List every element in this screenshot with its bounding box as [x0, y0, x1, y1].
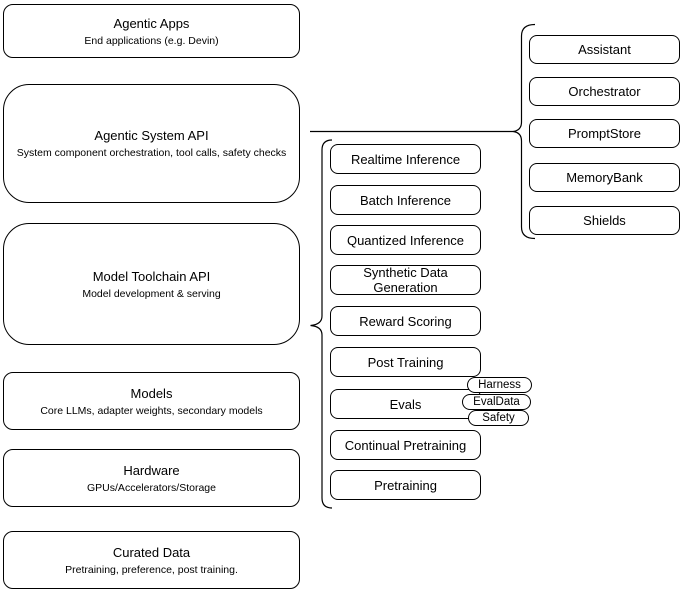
box-pretraining: Pretraining	[330, 470, 481, 500]
box-realtime-inference: Realtime Inference	[330, 144, 481, 174]
tag-evaldata: EvalData	[462, 394, 531, 410]
box-agentic-system-api-title: Agentic System API	[94, 128, 209, 143]
box-agentic-apps-title: Agentic Apps	[113, 15, 190, 31]
tag-safety: Safety	[468, 410, 529, 426]
box-models-title: Models	[130, 385, 173, 401]
box-batch-inference: Batch Inference	[330, 185, 481, 215]
toolchain-bracket	[310, 139, 333, 509]
box-agentic-system-api-subtitle: System component orchestration, tool cal…	[16, 147, 287, 159]
box-quantized-inference: Quantized Inference	[330, 225, 481, 255]
box-models: Models Core LLMs, adapter weights, secon…	[3, 372, 300, 430]
box-model-toolchain-api-subtitle: Model development & serving	[82, 287, 221, 300]
tag-harness: Harness	[467, 377, 532, 393]
box-curated-data-title: Curated Data	[112, 544, 191, 560]
box-model-toolchain-api: Model Toolchain API Model development & …	[3, 223, 300, 345]
box-agentic-system-api: Agentic System API System component orch…	[3, 84, 300, 203]
box-hardware: Hardware GPUs/Accelerators/Storage	[3, 449, 300, 507]
box-hardware-subtitle: GPUs/Accelerators/Storage	[87, 481, 216, 494]
system-components-bracket	[512, 23, 536, 240]
box-promptstore: PromptStore	[529, 119, 680, 148]
box-reward-scoring: Reward Scoring	[330, 306, 481, 336]
box-continual-pretraining: Continual Pretraining	[330, 430, 481, 460]
box-evals: Evals	[330, 389, 481, 419]
box-memorybank: MemoryBank	[529, 163, 680, 192]
box-model-toolchain-api-title: Model Toolchain API	[92, 268, 211, 284]
box-agentic-apps-subtitle: End applications (e.g. Devin)	[84, 34, 219, 47]
box-assistant: Assistant	[529, 35, 680, 64]
box-shields: Shields	[529, 206, 680, 235]
box-hardware-title: Hardware	[123, 462, 180, 478]
box-agentic-apps: Agentic Apps End applications (e.g. Devi…	[3, 4, 300, 58]
box-models-subtitle: Core LLMs, adapter weights, secondary mo…	[40, 404, 263, 417]
box-curated-data: Curated Data Pretraining, preference, po…	[3, 531, 300, 589]
box-post-training: Post Training	[330, 347, 481, 377]
box-orchestrator: Orchestrator	[529, 77, 680, 106]
box-synthetic-data-generation: Synthetic Data Generation	[330, 265, 481, 295]
box-curated-data-subtitle: Pretraining, preference, post training.	[65, 563, 238, 576]
